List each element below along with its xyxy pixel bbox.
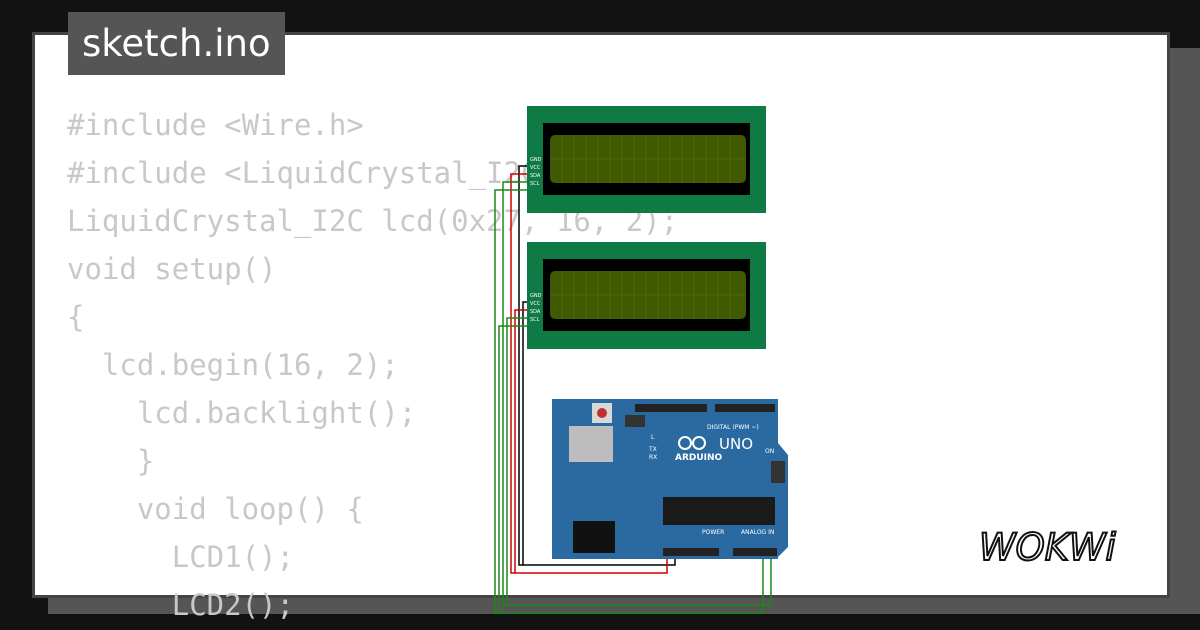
lcd2-pin-scl: SCL	[530, 317, 540, 323]
code-background: #include <Wire.h>#include <LiquidCrystal…	[67, 101, 678, 629]
wire-gnd[interactable]	[518, 165, 676, 566]
lcd-display-1[interactable]: GND VCC SDA SCL	[527, 106, 766, 213]
lcd1-pin-scl: SCL	[530, 181, 540, 187]
code-line: LCD1();	[67, 540, 294, 574]
lcd-display-2[interactable]: GND VCC SDA SCL	[527, 242, 766, 349]
wire-scl[interactable]	[494, 189, 764, 614]
lcd1-pin-sda: SDA	[530, 173, 541, 179]
code-line: #include <Wire.h>	[67, 108, 364, 142]
arduino-digital-label: DIGITAL (PWM ~)	[707, 424, 759, 431]
arduino-uno-board[interactable]: UNO ARDUINO DIGITAL (PWM ~) POWER ANALOG…	[552, 399, 788, 559]
lcd2-pin-gnd: GND	[530, 293, 542, 299]
lcd2-pin-sda: SDA	[530, 309, 541, 315]
arduino-brand-label: ARDUINO	[675, 453, 723, 463]
arduino-model-label: UNO	[719, 435, 753, 453]
arduino-analog-label: ANALOG IN	[741, 529, 774, 536]
wokwi-logo-text: WOKWi	[979, 526, 1117, 569]
code-line: void loop() {	[67, 492, 364, 526]
code-line: }	[67, 444, 155, 478]
arduino-tx-label: TX	[648, 446, 657, 453]
arduino-on-label: ON	[765, 448, 774, 455]
lcd1-pin-gnd: GND	[530, 157, 542, 163]
circuit-diagram: GND VCC SDA SCL GND VCC SDA SCL	[494, 106, 788, 614]
wire-vcc[interactable]	[510, 173, 668, 574]
preview-card: #include <Wire.h>#include <LiquidCrystal…	[32, 32, 1170, 622]
code-line: lcd.backlight();	[67, 396, 417, 430]
code-line: void setup()	[67, 252, 277, 286]
arduino-infinity-logo-icon	[678, 436, 706, 450]
wokwi-logo: WOKWi	[978, 525, 1118, 570]
lcd1-pin-vcc: VCC	[530, 165, 541, 171]
arduino-rx-label: RX	[649, 454, 657, 461]
arduino-l-label: L	[651, 434, 655, 441]
code-line: {	[67, 300, 85, 334]
wire-sda[interactable]	[502, 181, 772, 606]
code-line: lcd.begin(16, 2);	[67, 348, 399, 382]
arduino-power-label: POWER	[702, 529, 724, 536]
code-line: LCD2();	[67, 588, 294, 622]
lcd2-pin-vcc: VCC	[530, 301, 541, 307]
file-tab-title[interactable]: sketch.ino	[68, 12, 285, 75]
